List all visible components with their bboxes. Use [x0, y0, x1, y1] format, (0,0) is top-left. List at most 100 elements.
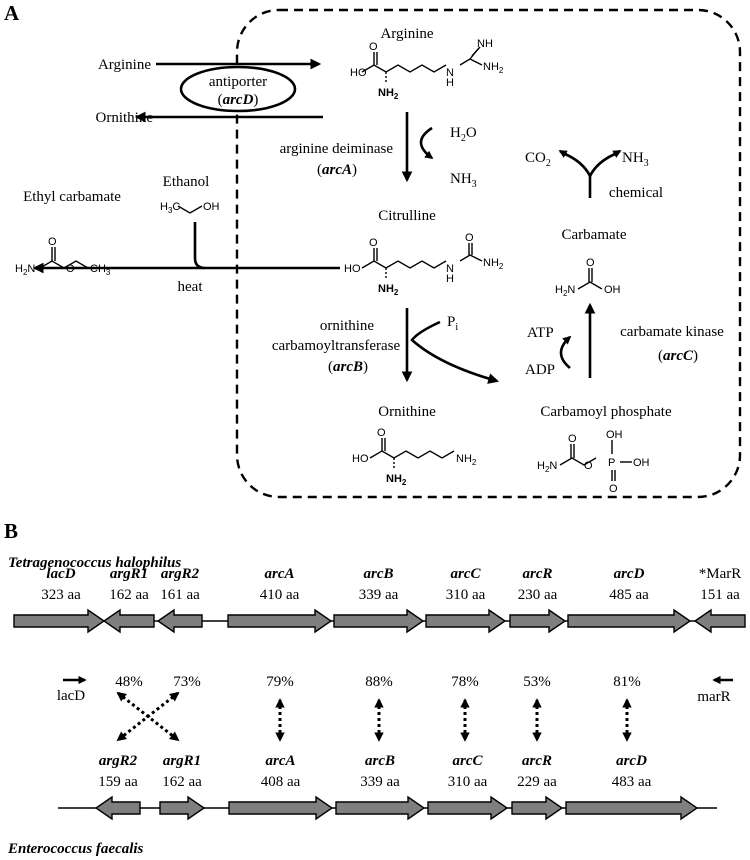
carbamate-label: Carbamate [562, 227, 627, 243]
cell-membrane [235, 8, 742, 499]
bottom-gene-arrow-argr2 [94, 795, 141, 821]
top-gene-name: arcD [614, 566, 645, 582]
svg-text:HO: HO [350, 67, 367, 79]
bottom-gene-name: argR1 [163, 753, 201, 769]
svg-text:O: O [66, 263, 75, 275]
ornithine-structure: HO O NH2 NH2 [352, 427, 477, 487]
svg-text:NH2: NH2 [456, 453, 477, 467]
svg-text:H: H [446, 273, 454, 285]
top-gene-size: 161 aa [160, 587, 200, 603]
top-gene-arrow-arca [227, 608, 333, 634]
svg-text:OH: OH [203, 201, 220, 213]
arcB-enzyme-label-1: ornithine [320, 318, 374, 334]
top-gene-name: arcR [523, 566, 553, 582]
identity-label: 53% [523, 674, 551, 690]
ethanol-structure: H3C OH [160, 201, 220, 215]
svg-text:P: P [608, 457, 615, 469]
bottom-gene-arrow-arca [228, 795, 334, 821]
bottom-gene-name: arcC [453, 753, 484, 769]
carbamoyl-phosphate-label: Carbamoyl phosphate [540, 404, 672, 420]
ext-ornithine-label: Ornithine [96, 110, 154, 126]
svg-text:O: O [609, 483, 618, 495]
ornithine-label: Ornithine [378, 404, 436, 420]
species-bottom: Enterococcus faecalis [7, 841, 144, 857]
identity-label: 73% [173, 674, 201, 690]
bottom-gene-name: arcR [522, 753, 552, 769]
svg-text:O: O [377, 427, 386, 439]
top-gene-arrow-lacd [13, 608, 106, 634]
homology-links [116, 691, 632, 742]
pi-carbamoylphosphate-arrow [410, 320, 500, 384]
identity-label: 48% [115, 674, 143, 690]
arcB-gene-label: (arcB) [328, 359, 368, 375]
nh3-label-arcA: NH3 [450, 171, 477, 190]
top-gene-name: lacD [46, 566, 75, 582]
top-gene-name: arcC [451, 566, 482, 582]
ext-arginine-label: Arginine [98, 57, 151, 73]
ethyl-carbamate-label: Ethyl carbamate [23, 189, 121, 205]
arcA-gene-label: (arcA) [317, 162, 357, 178]
top-gene-size: 410 aa [260, 587, 300, 603]
svg-text:O: O [48, 236, 57, 248]
svg-text:H2N: H2N [537, 460, 557, 474]
bottom-gene-arrow-arcr [511, 795, 564, 821]
top-gene-arrow-marr [693, 608, 746, 634]
bottom-gene-size: 159 aa [98, 774, 138, 790]
chemical-label: chemical [609, 185, 663, 201]
adp-atp-arrow [559, 335, 572, 369]
co2-label: CO2 [525, 150, 551, 169]
svg-text:N: N [446, 67, 454, 79]
nh3-arrowhead [612, 149, 622, 158]
top-gene-name: arcB [364, 566, 394, 582]
bottom-gene-arrow-arcc [427, 795, 509, 821]
bottom-gene-arrow-argr1 [159, 795, 206, 821]
svg-text:H2N: H2N [555, 284, 575, 298]
bottom-gene-name: arcD [616, 753, 647, 769]
svg-text:NH2: NH2 [378, 283, 399, 297]
top-gene-arrows [13, 608, 746, 634]
top-gene-arrow-arcd [567, 608, 692, 634]
svg-text:O: O [586, 257, 595, 269]
top-gene-arrow-arcr [509, 608, 567, 634]
svg-text:CH3: CH3 [90, 263, 111, 277]
h2o-label: H2O [450, 125, 477, 144]
top-gene-name: argR1 [110, 566, 148, 582]
top-gene-name: arcA [265, 566, 295, 582]
svg-text:H3C: H3C [160, 201, 180, 215]
heat-label: heat [178, 279, 204, 295]
identity-label: 81% [613, 674, 641, 690]
svg-text:O: O [369, 41, 378, 53]
svg-text:HO: HO [344, 263, 361, 275]
bottom-gene-size: 483 aa [612, 774, 652, 790]
svg-text:NH2: NH2 [483, 61, 504, 75]
svg-text:NH2: NH2 [378, 87, 399, 101]
bottom-gene-name: arcA [266, 753, 296, 769]
arcC-enzyme-label: carbamate kinase [620, 324, 724, 340]
arginine-structure: HO O NH2 NH NH NH2 [350, 38, 504, 101]
bottom-gene-size: 162 aa [162, 774, 202, 790]
antiporter-gene-label: (arcD) [218, 92, 259, 108]
lacD-primer-label: lacD [57, 688, 85, 704]
atp-label: ATP [527, 325, 554, 341]
bottom-gene-name: arcB [365, 753, 395, 769]
homology-link [116, 691, 180, 742]
top-gene-arrow-argr1 [102, 608, 155, 634]
top-gene-size: 230 aa [518, 587, 558, 603]
top-gene-name: argR2 [161, 566, 200, 582]
species-top: Tetragenococcus halophilus [8, 555, 181, 571]
svg-text:NH: NH [477, 38, 493, 50]
top-gene-size: 151 aa [700, 587, 740, 603]
arcA-enzyme-label: arginine deiminase [280, 141, 394, 157]
identity-labels: 48%73%79%88%78%53%81% [115, 674, 641, 690]
carbamate-decomp-fork [564, 152, 616, 179]
nh3-label-chem: NH3 [622, 150, 649, 169]
svg-text:HO: HO [352, 453, 369, 465]
identity-label: 78% [451, 674, 479, 690]
top-gene-size: 323 aa [41, 587, 81, 603]
svg-text:O: O [465, 232, 474, 244]
arcB-enzyme-label-2: carbamoyltransferase [272, 338, 401, 354]
ethyl-carbamate-structure: H2N O O CH3 [15, 236, 111, 277]
